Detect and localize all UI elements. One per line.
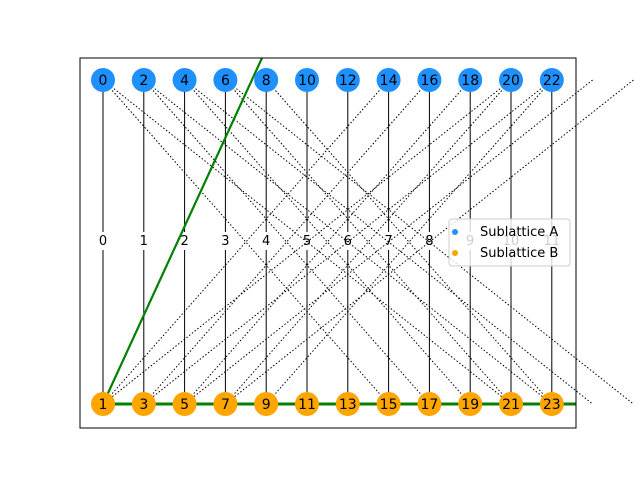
bond-label: 0 xyxy=(99,234,107,249)
node-sublattice-b xyxy=(131,392,156,416)
node-label: 22 xyxy=(543,73,561,89)
node-label: 20 xyxy=(502,73,520,89)
solid-edges xyxy=(102,80,553,404)
node-label: 10 xyxy=(298,73,316,89)
node-label: 11 xyxy=(298,397,316,413)
bond-label: 7 xyxy=(384,234,392,249)
node-sublattice-a xyxy=(295,68,319,92)
dotted-edge xyxy=(184,79,593,405)
node-label: 2 xyxy=(139,73,148,89)
node-label: 15 xyxy=(380,397,398,413)
bond-label: 6 xyxy=(344,234,352,249)
node-label: 12 xyxy=(339,73,357,89)
node-sublattice-b xyxy=(213,392,238,416)
node-label: 9 xyxy=(262,397,271,413)
dotted-edge xyxy=(102,79,512,405)
node-sublattice-a xyxy=(213,68,238,92)
node-label: 13 xyxy=(339,397,357,413)
dotted-edge xyxy=(225,79,634,405)
node-sublattice-b xyxy=(499,392,523,416)
node-sublattice-a xyxy=(458,68,483,92)
node-label: 7 xyxy=(221,397,230,413)
node-label: 5 xyxy=(180,397,189,413)
node-sublattice-b xyxy=(91,392,115,416)
node-sublattice-b xyxy=(458,392,483,416)
node-label: 16 xyxy=(420,73,438,89)
legend-label-sublattice-a: Sublattice A xyxy=(480,225,558,240)
node-label: 6 xyxy=(221,73,230,89)
node-sublattice-b xyxy=(417,392,442,416)
legend-marker-sublattice-a xyxy=(452,229,458,235)
node-label: 14 xyxy=(380,73,398,89)
green-diagonal-line xyxy=(102,58,263,405)
node-sublattice-a xyxy=(91,68,115,92)
bond-label: 5 xyxy=(303,234,311,249)
node-sublattice-b xyxy=(376,392,401,416)
node-label: 0 xyxy=(99,73,108,89)
node-sublattice-b xyxy=(295,392,319,416)
legend-box xyxy=(448,218,571,267)
node-label: 8 xyxy=(262,73,271,89)
node-sublattice-a xyxy=(539,68,564,92)
node-label: 21 xyxy=(502,397,520,413)
node-label: 23 xyxy=(543,397,561,413)
node-sublattice-b xyxy=(335,392,360,416)
node-sublattice-a xyxy=(417,68,442,92)
node-label: 18 xyxy=(461,73,479,89)
node-label: 19 xyxy=(461,397,479,413)
bond-label: 8 xyxy=(425,234,433,249)
dotted-edge xyxy=(143,79,553,405)
bond-label: 1 xyxy=(140,234,148,249)
bond-label: 2 xyxy=(180,234,188,249)
dotted-edges xyxy=(102,79,634,405)
node-sublattice-a xyxy=(499,68,523,92)
node-sublattice-b xyxy=(254,392,279,416)
node-sublattice-a xyxy=(172,68,197,92)
bond-label: 3 xyxy=(221,234,229,249)
node-label: 1 xyxy=(99,397,108,413)
legend-marker-sublattice-b xyxy=(452,250,458,256)
axes-frame xyxy=(79,57,577,429)
node-sublattice-b xyxy=(539,392,564,416)
legend-label-sublattice-b: Sublattice B xyxy=(480,246,558,261)
node-sublattice-a xyxy=(376,68,401,92)
node-sublattice-a xyxy=(131,68,156,92)
legend: Sublattice A Sublattice B xyxy=(448,218,571,267)
node-sublattice-a xyxy=(254,68,279,92)
node-label: 4 xyxy=(180,73,189,89)
node-sublattice-a xyxy=(335,68,360,92)
node-sublattice-b xyxy=(172,392,197,416)
node-label: 17 xyxy=(420,397,438,413)
bond-label: 4 xyxy=(262,234,270,249)
node-label: 3 xyxy=(139,397,148,413)
